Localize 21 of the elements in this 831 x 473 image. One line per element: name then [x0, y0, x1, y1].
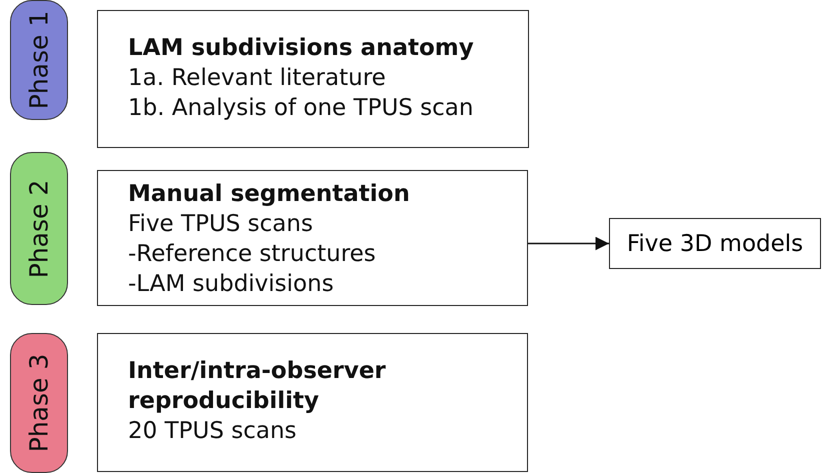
phase-label-box [10, 152, 68, 305]
step-text: 1a. Relevant literature [128, 64, 387, 93]
process-box [97, 10, 529, 148]
step-text: -Reference structures [128, 240, 377, 269]
process-box [97, 333, 528, 472]
step-text: 1b. Analysis of one TPUS scan [128, 94, 474, 123]
step-text: Five TPUS scans [128, 210, 314, 239]
phase-label: Phase 2 [24, 179, 54, 278]
step-heading: Inter/intra-observer reproducibility [128, 357, 387, 416]
step-text: 20 TPUS scans [128, 417, 298, 446]
output-box [609, 218, 821, 269]
phase-label-box [10, 0, 68, 120]
process-box [97, 170, 528, 306]
step-text: -LAM subdivisions [128, 270, 335, 299]
phase-label: Phase 3 [24, 354, 54, 452]
step-text: Five 3D models [626, 230, 804, 256]
arrow [528, 236, 609, 250]
step-heading: LAM subdivisions anatomy [128, 34, 475, 63]
phase-label: Phase 1 [24, 10, 54, 110]
phase-label-box [10, 333, 68, 473]
step-heading: Manual segmentation [128, 180, 411, 209]
